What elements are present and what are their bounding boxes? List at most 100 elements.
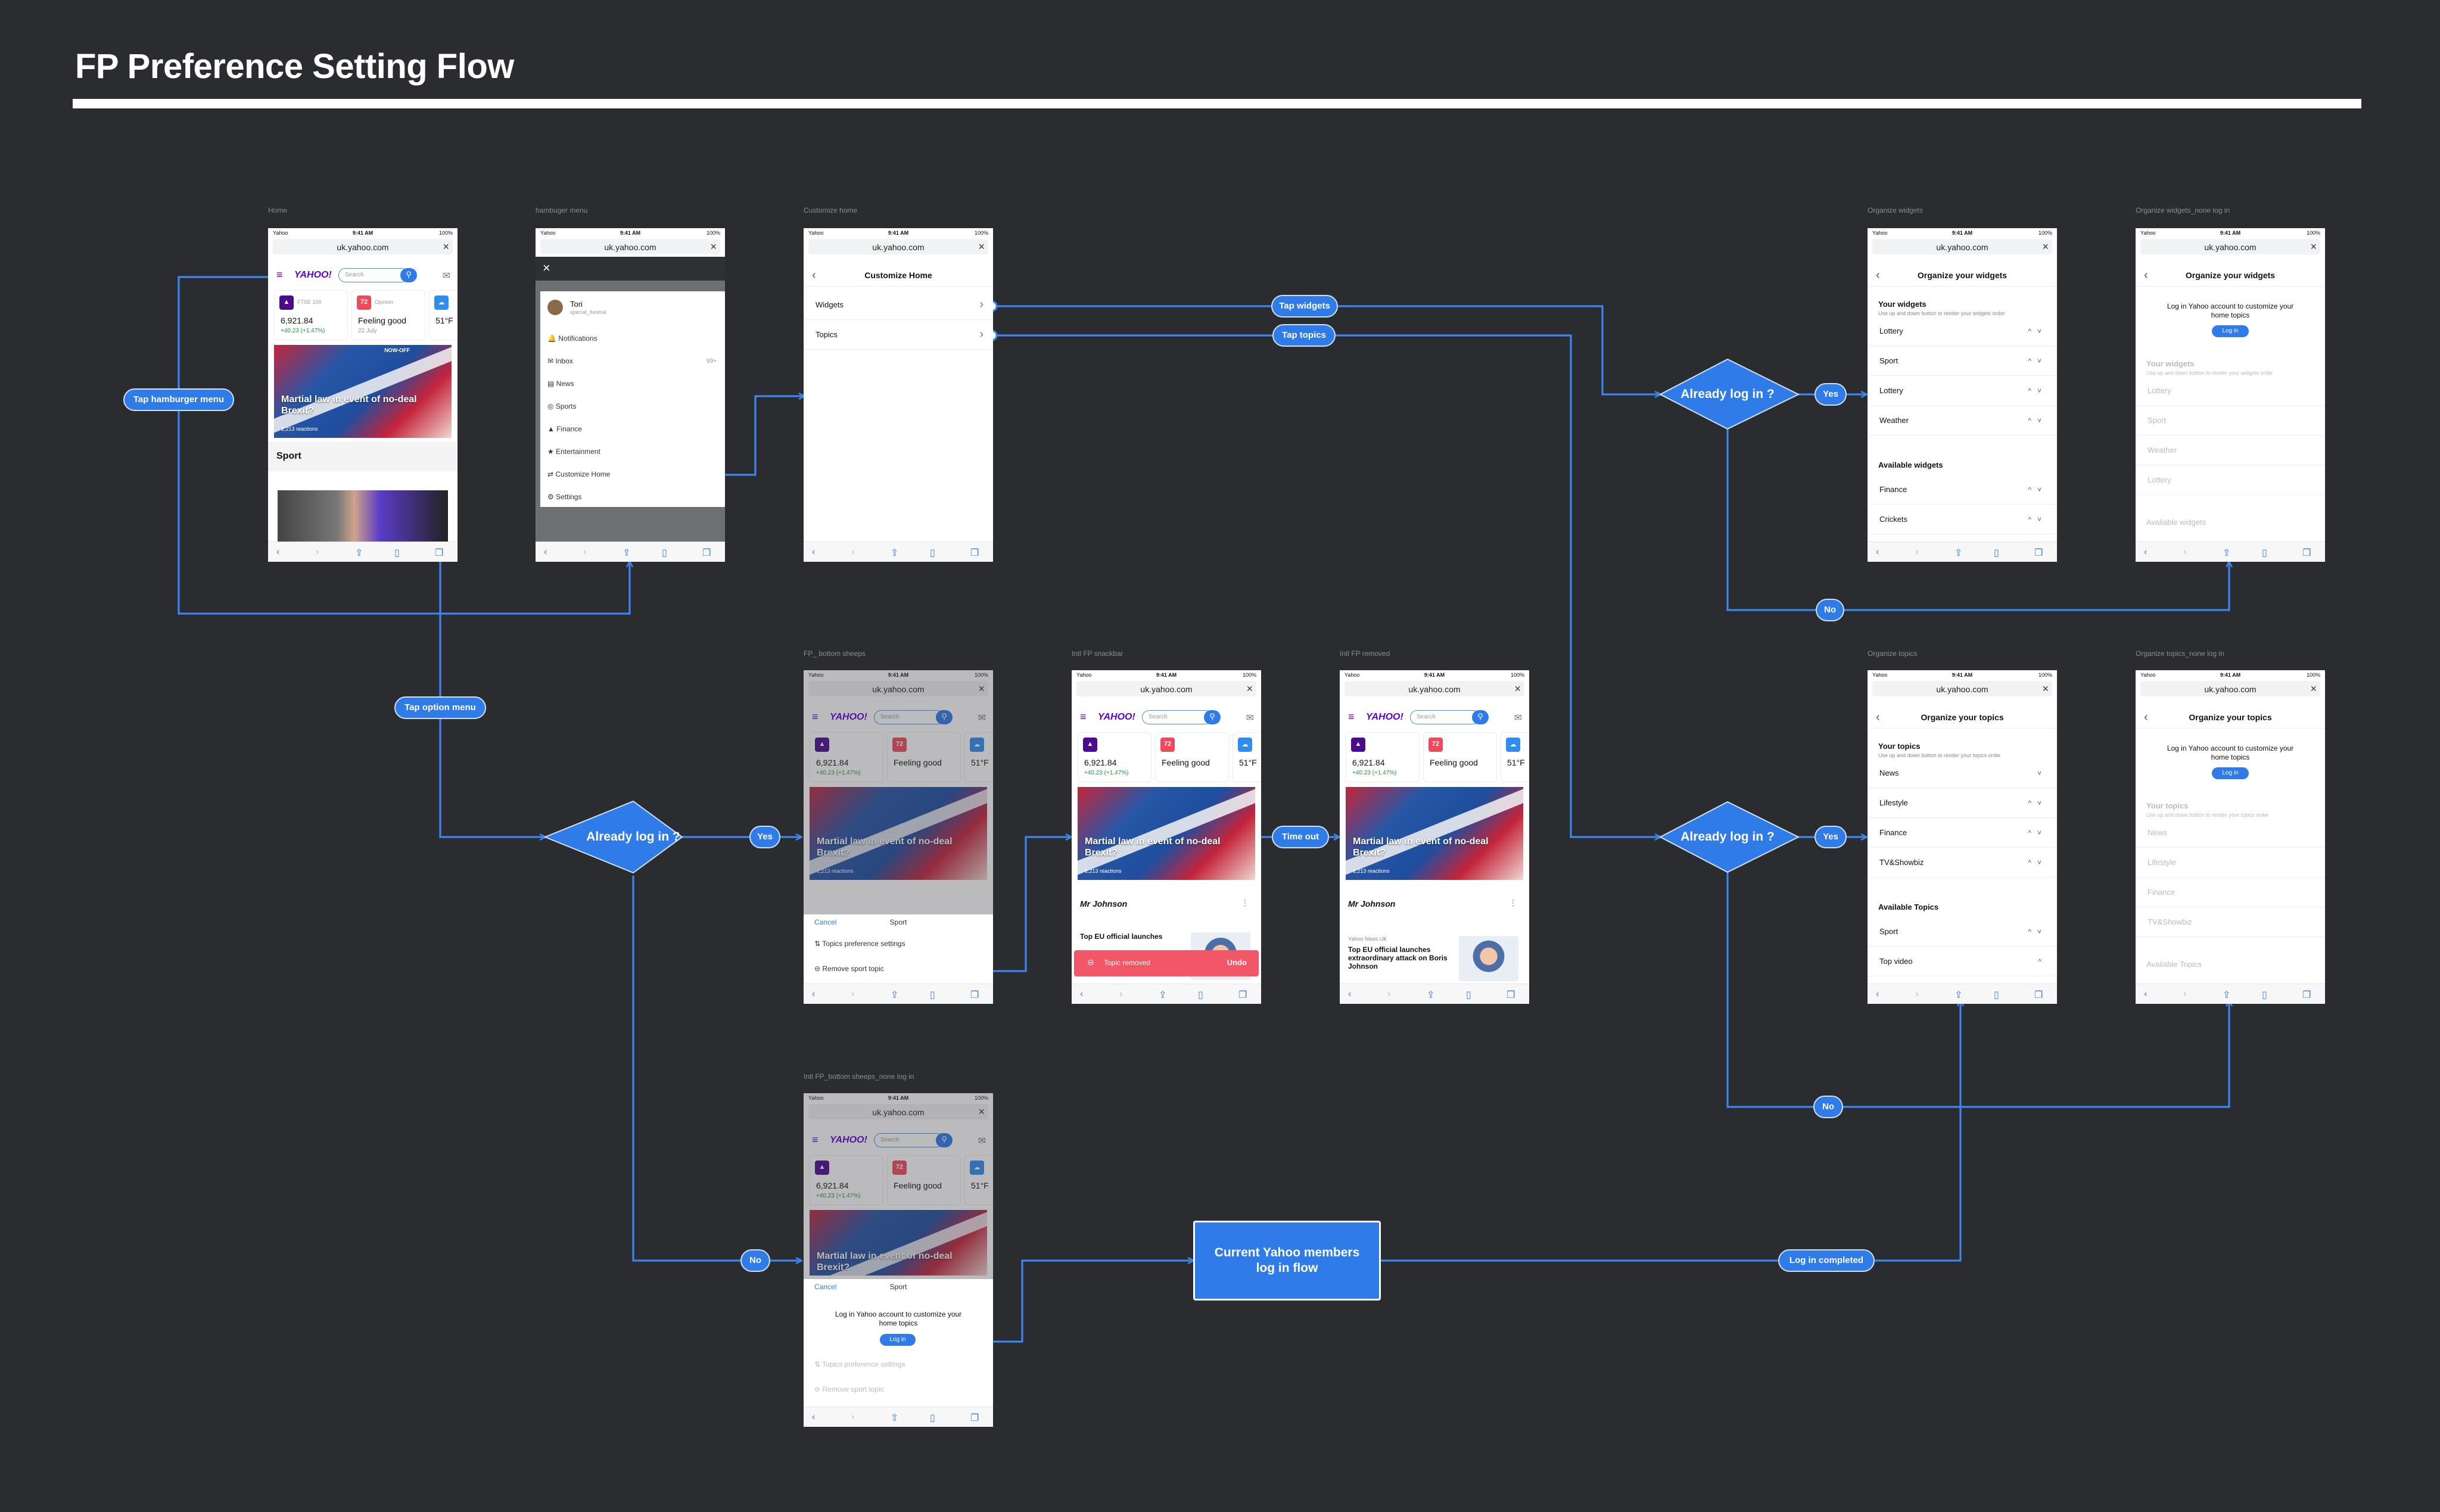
hamburger-icon[interactable]: ≡ [812,711,818,723]
more-icon[interactable]: ⋮ [1241,898,1249,907]
search-icon[interactable]: ⚲ [936,710,953,724]
share-icon[interactable]: ⇪ [355,548,363,558]
back-icon[interactable]: ‹ [812,547,816,557]
forward-icon[interactable]: › [2183,989,2187,999]
topic-row[interactable]: TV&Showbiz^˅ [1868,849,2057,878]
card-ftse[interactable]: ▲6,921.84+40.23 (+1.47%) [810,1155,883,1205]
forward-icon[interactable]: › [1387,989,1391,999]
close-icon[interactable]: × [710,241,717,253]
forward-icon[interactable]: › [851,1412,855,1422]
close-icon[interactable]: × [2310,683,2317,695]
forward-icon[interactable]: › [851,989,855,999]
share-icon[interactable]: ⇪ [623,548,631,558]
url-bar[interactable]: uk.yahoo.com× [1872,681,2052,696]
hamburger-icon[interactable]: ≡ [812,1134,818,1146]
close-icon[interactable]: × [443,241,449,253]
reorder-controls[interactable]: ^˅ [2028,387,2047,395]
close-icon[interactable]: × [2310,241,2317,253]
menu-item-entertainment[interactable]: ★ Entertainment [547,447,600,456]
bookmark-icon[interactable]: ▯ [1994,548,1999,558]
back-chevron-icon[interactable]: ‹ [2144,269,2148,282]
card-weather[interactable]: ☁51°F [429,290,458,340]
bookmark-icon[interactable]: ▯ [1198,990,1203,1000]
sport-image[interactable] [278,490,448,542]
forward-icon[interactable]: › [851,547,855,557]
mail-icon[interactable]: ✉ [978,1136,986,1146]
reorder-controls[interactable]: ^˅ [2028,357,2047,365]
hero-article[interactable]: Martial law in event of no-deal Brexit?1… [810,787,987,880]
widget-row[interactable]: Lottery^˅ [1868,318,2057,346]
hamburger-icon[interactable]: ≡ [1080,711,1087,723]
menu-item-customize-home[interactable]: ⇄ Customize Home [547,470,611,478]
back-icon[interactable]: ‹ [276,547,280,557]
share-icon[interactable]: ⇪ [1955,990,1963,1000]
url-bar[interactable]: uk.yahoo.com× [808,1104,988,1119]
tabs-icon[interactable]: ❐ [1507,990,1515,1000]
forward-icon[interactable]: › [583,547,587,557]
url-bar[interactable]: uk.yahoo.com× [808,239,988,254]
tabs-icon[interactable]: ❐ [435,548,444,558]
search-icon[interactable]: ⚲ [400,268,417,282]
reorder-controls[interactable]: ^˅ [2028,416,2047,425]
bookmark-icon[interactable]: ▯ [2262,548,2267,558]
bookmark-icon[interactable]: ▯ [1994,990,1999,1000]
topic-row[interactable]: News˅ [1868,760,2057,788]
url-bar[interactable]: uk.yahoo.com× [1872,239,2052,254]
reorder-controls[interactable]: ˅ [2037,769,2047,777]
undo-button[interactable]: Undo [1227,958,1247,967]
hero-article[interactable]: Martial law in event of no-deal Brexit?1… [1346,787,1523,880]
menu-item-finance[interactable]: ▲ Finance [547,425,582,433]
menu-item-notifications[interactable]: 🔔 Notifications [547,334,597,343]
widget-row[interactable]: Lottery^˅ [1868,377,2057,406]
url-bar[interactable]: uk.yahoo.com× [1076,681,1256,696]
search-icon[interactable]: ⚲ [1204,710,1221,724]
back-icon[interactable]: ‹ [1348,989,1352,999]
search-input[interactable]: Search [1142,710,1212,724]
bookmark-icon[interactable]: ▯ [930,548,935,558]
tabs-icon[interactable]: ❐ [2302,990,2311,1000]
menu-item-sports[interactable]: ◎ Sports [547,402,577,410]
card-weather[interactable]: ☁51°F [964,732,993,782]
back-chevron-icon[interactable]: ‹ [1876,269,1880,282]
reorder-controls[interactable]: ^˅ [2028,829,2047,837]
card-weather[interactable]: ☁51°F [1233,732,1261,782]
close-icon[interactable]: × [2042,241,2049,253]
widget-row[interactable]: Sport^˅ [1868,347,2057,376]
back-icon[interactable]: ‹ [1876,989,1879,999]
close-icon[interactable]: × [2042,683,2049,695]
cancel-button[interactable]: Cancel [814,918,837,926]
sheet-item-preferences[interactable]: ⇅ Topics preference settings [814,939,905,948]
bookmark-icon[interactable]: ▯ [1466,990,1471,1000]
back-icon[interactable]: ‹ [2144,547,2148,557]
search-input[interactable]: Search [1410,710,1480,724]
row-topics[interactable]: Topics› [804,321,993,350]
tabs-icon[interactable]: ❐ [1238,990,1247,1000]
mail-icon[interactable]: ✉ [442,271,450,281]
mail-icon[interactable]: ✉ [1246,713,1254,723]
row-widgets[interactable]: Widgets› [804,291,993,320]
share-icon[interactable]: ⇪ [891,548,899,558]
share-icon[interactable]: ⇪ [891,1413,899,1423]
back-icon[interactable]: ‹ [544,547,547,557]
login-button[interactable]: Log in [880,1334,916,1346]
topic-row[interactable]: Lifestyle^˅ [1868,789,2057,818]
cancel-button[interactable]: Cancel [814,1283,837,1291]
tabs-icon[interactable]: ❐ [2034,548,2043,558]
tabs-icon[interactable]: ❐ [2034,990,2043,1000]
url-bar[interactable]: uk.yahoo.com× [1345,681,1524,696]
login-button[interactable]: Log in [2212,767,2249,779]
close-icon[interactable]: × [1514,683,1521,695]
share-icon[interactable]: ⇪ [1159,990,1167,1000]
card-weather[interactable]: ☁51°F [964,1155,993,1205]
reorder-controls[interactable]: ^˅ [2028,515,2047,524]
share-icon[interactable]: ⇪ [1427,990,1435,1000]
story-thumbnail[interactable] [1459,936,1518,981]
reorder-controls[interactable]: ^ [2038,957,2047,966]
login-button[interactable]: Log in [2212,325,2249,337]
reorder-controls[interactable]: ^˅ [2028,486,2047,494]
close-icon[interactable]: × [978,1106,985,1118]
sheet-item-remove[interactable]: ⊖ Remove sport topic [814,965,884,973]
